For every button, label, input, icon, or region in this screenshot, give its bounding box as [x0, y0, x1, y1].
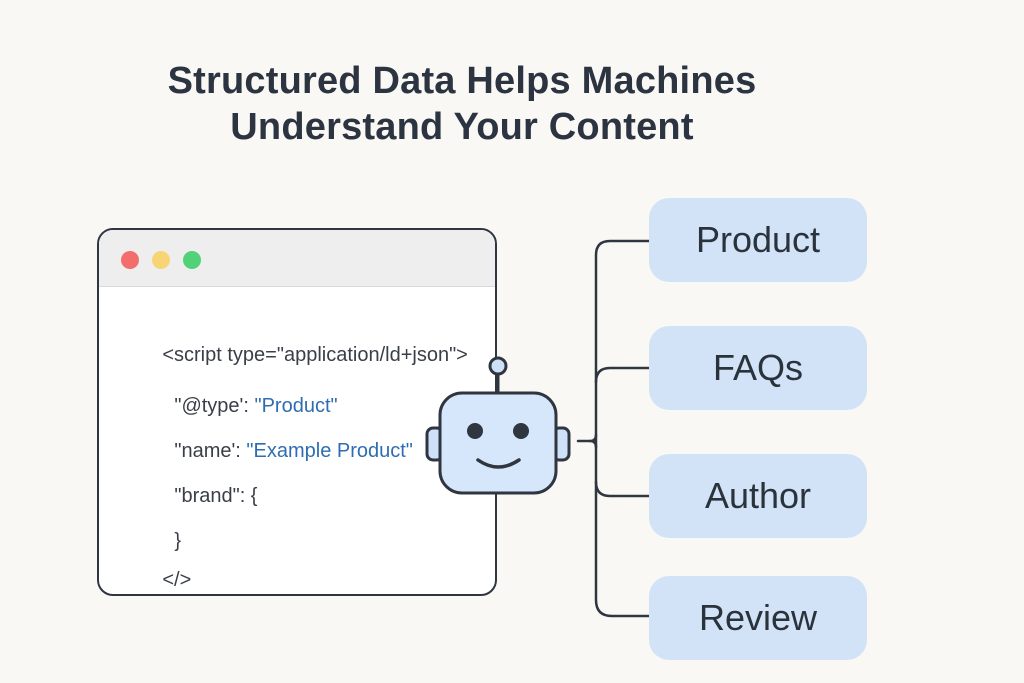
entity-product: Product — [649, 198, 867, 282]
code-window: <script type="application/ld+json"> "@ty… — [97, 228, 497, 596]
entity-label: Author — [704, 475, 812, 516]
entity-label: FAQs — [712, 347, 804, 388]
entity-label: Product — [695, 219, 821, 260]
code-line-script-close: </> — [129, 546, 192, 594]
entity-review: Review — [649, 576, 867, 660]
code-value: "Product" — [254, 395, 338, 417]
title-line-1: Structured Data Helps Machines — [167, 60, 757, 102]
page-title: Structured Data Helps Machines Understan… — [0, 58, 924, 150]
entity-label: Review — [698, 597, 818, 638]
code-text: </> — [162, 569, 192, 591]
code-line-type: "@type': "Product" — [141, 372, 338, 441]
code-line-script-open: <script type="application/ld+json"> — [129, 321, 468, 390]
code-value: "Example Product" — [246, 440, 413, 462]
close-dot-icon — [121, 251, 139, 269]
connector-spine — [594, 239, 652, 618]
code-key: "name': — [174, 440, 247, 462]
entity-faqs: FAQs — [649, 326, 867, 410]
maximize-dot-icon — [183, 251, 201, 269]
minimize-dot-icon — [152, 251, 170, 269]
code-line-brand: "brand": { — [141, 462, 258, 531]
robot-icon — [425, 356, 571, 495]
connector-author — [594, 480, 652, 498]
code-key: "@type': — [174, 395, 255, 417]
code-text: <script type="application/ld+json"> — [162, 344, 468, 366]
code-text: } — [174, 530, 182, 552]
code-line-name: "name': "Example Product" — [141, 417, 413, 486]
connector-faqs — [594, 366, 652, 384]
title-line-2: Understand Your Content — [230, 106, 694, 148]
code-line-brace-close: } — [141, 507, 181, 576]
code-text: "brand": { — [174, 485, 258, 507]
entity-author: Author — [649, 454, 867, 538]
connector-junction — [588, 433, 598, 449]
window-title-bar — [99, 230, 495, 287]
